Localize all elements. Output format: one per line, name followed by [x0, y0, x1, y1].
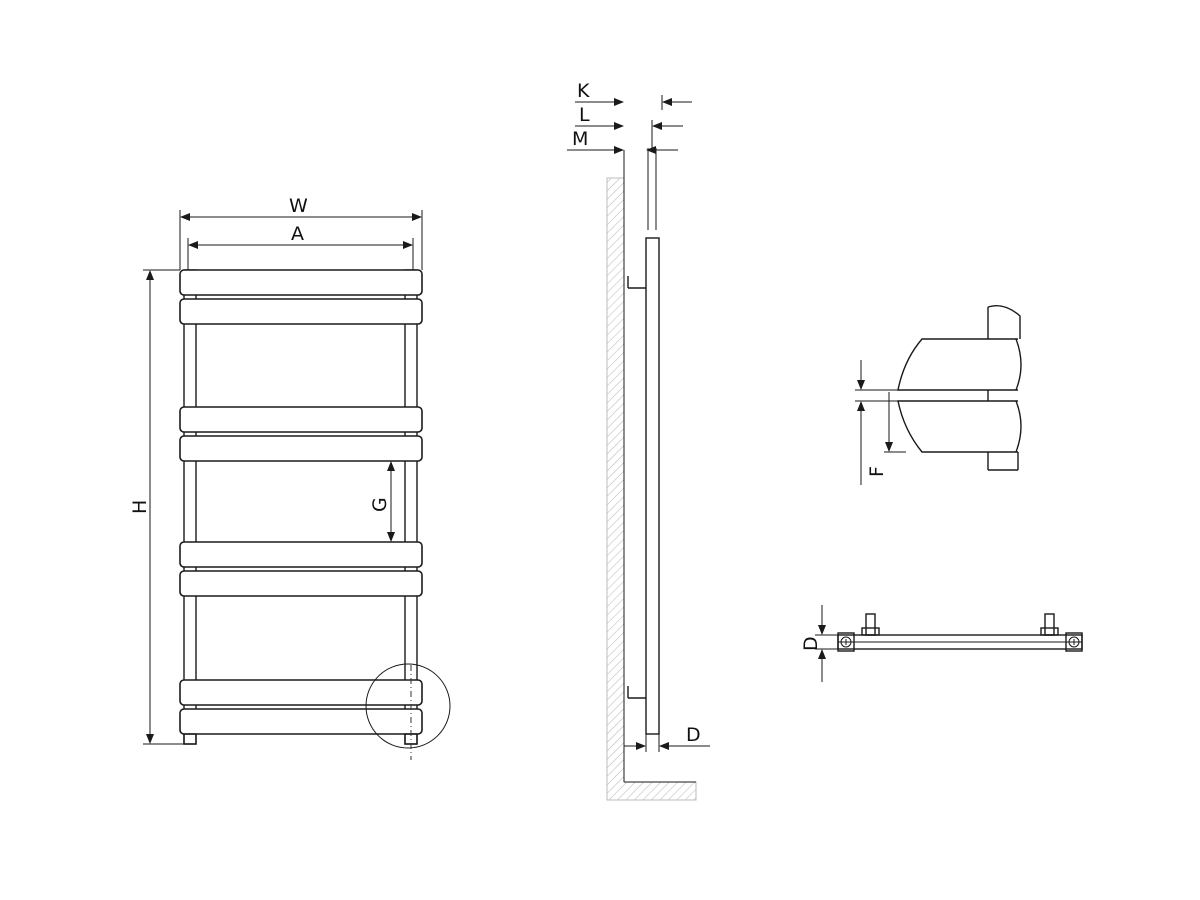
bar-end-upper: [897, 338, 1018, 391]
valve-connector: [865, 613, 876, 636]
side-view: K L M D: [567, 80, 710, 801]
label-f: F: [866, 466, 888, 477]
front-view: W A H G: [129, 195, 451, 760]
towel-bar: [179, 298, 423, 325]
label-m: M: [572, 128, 588, 150]
label-w: W: [289, 195, 308, 217]
label-k: K: [577, 80, 590, 102]
detail-view: F: [855, 304, 1022, 485]
wall-hatch: [606, 177, 697, 801]
valve-connector: [1044, 613, 1055, 636]
towel-bar: [179, 541, 423, 568]
end-cap: [837, 632, 855, 652]
rail-foot: [183, 733, 197, 745]
top-view: D: [800, 605, 1083, 682]
left-rail: [183, 269, 197, 745]
right-rail: [404, 269, 418, 745]
label-a: A: [291, 223, 304, 245]
bolt-icon: [840, 636, 852, 648]
label-g: G: [369, 497, 391, 512]
label-l: L: [579, 104, 590, 126]
towel-bar: [179, 435, 423, 462]
label-d-side: D: [686, 724, 701, 746]
label-d-top: D: [800, 636, 822, 651]
end-cap: [1065, 632, 1083, 652]
towel-bar: [179, 406, 423, 433]
label-h: H: [129, 500, 151, 514]
detail-circle: [365, 663, 451, 749]
rail-section: [987, 304, 1021, 339]
towel-bar: [179, 570, 423, 597]
towel-bar: [179, 679, 423, 706]
bar-end-lower: [897, 400, 1018, 453]
towel-bar: [179, 708, 423, 735]
radiator-side-body: [645, 237, 660, 735]
towel-bar: [179, 269, 423, 296]
bolt-icon: [1068, 636, 1080, 648]
